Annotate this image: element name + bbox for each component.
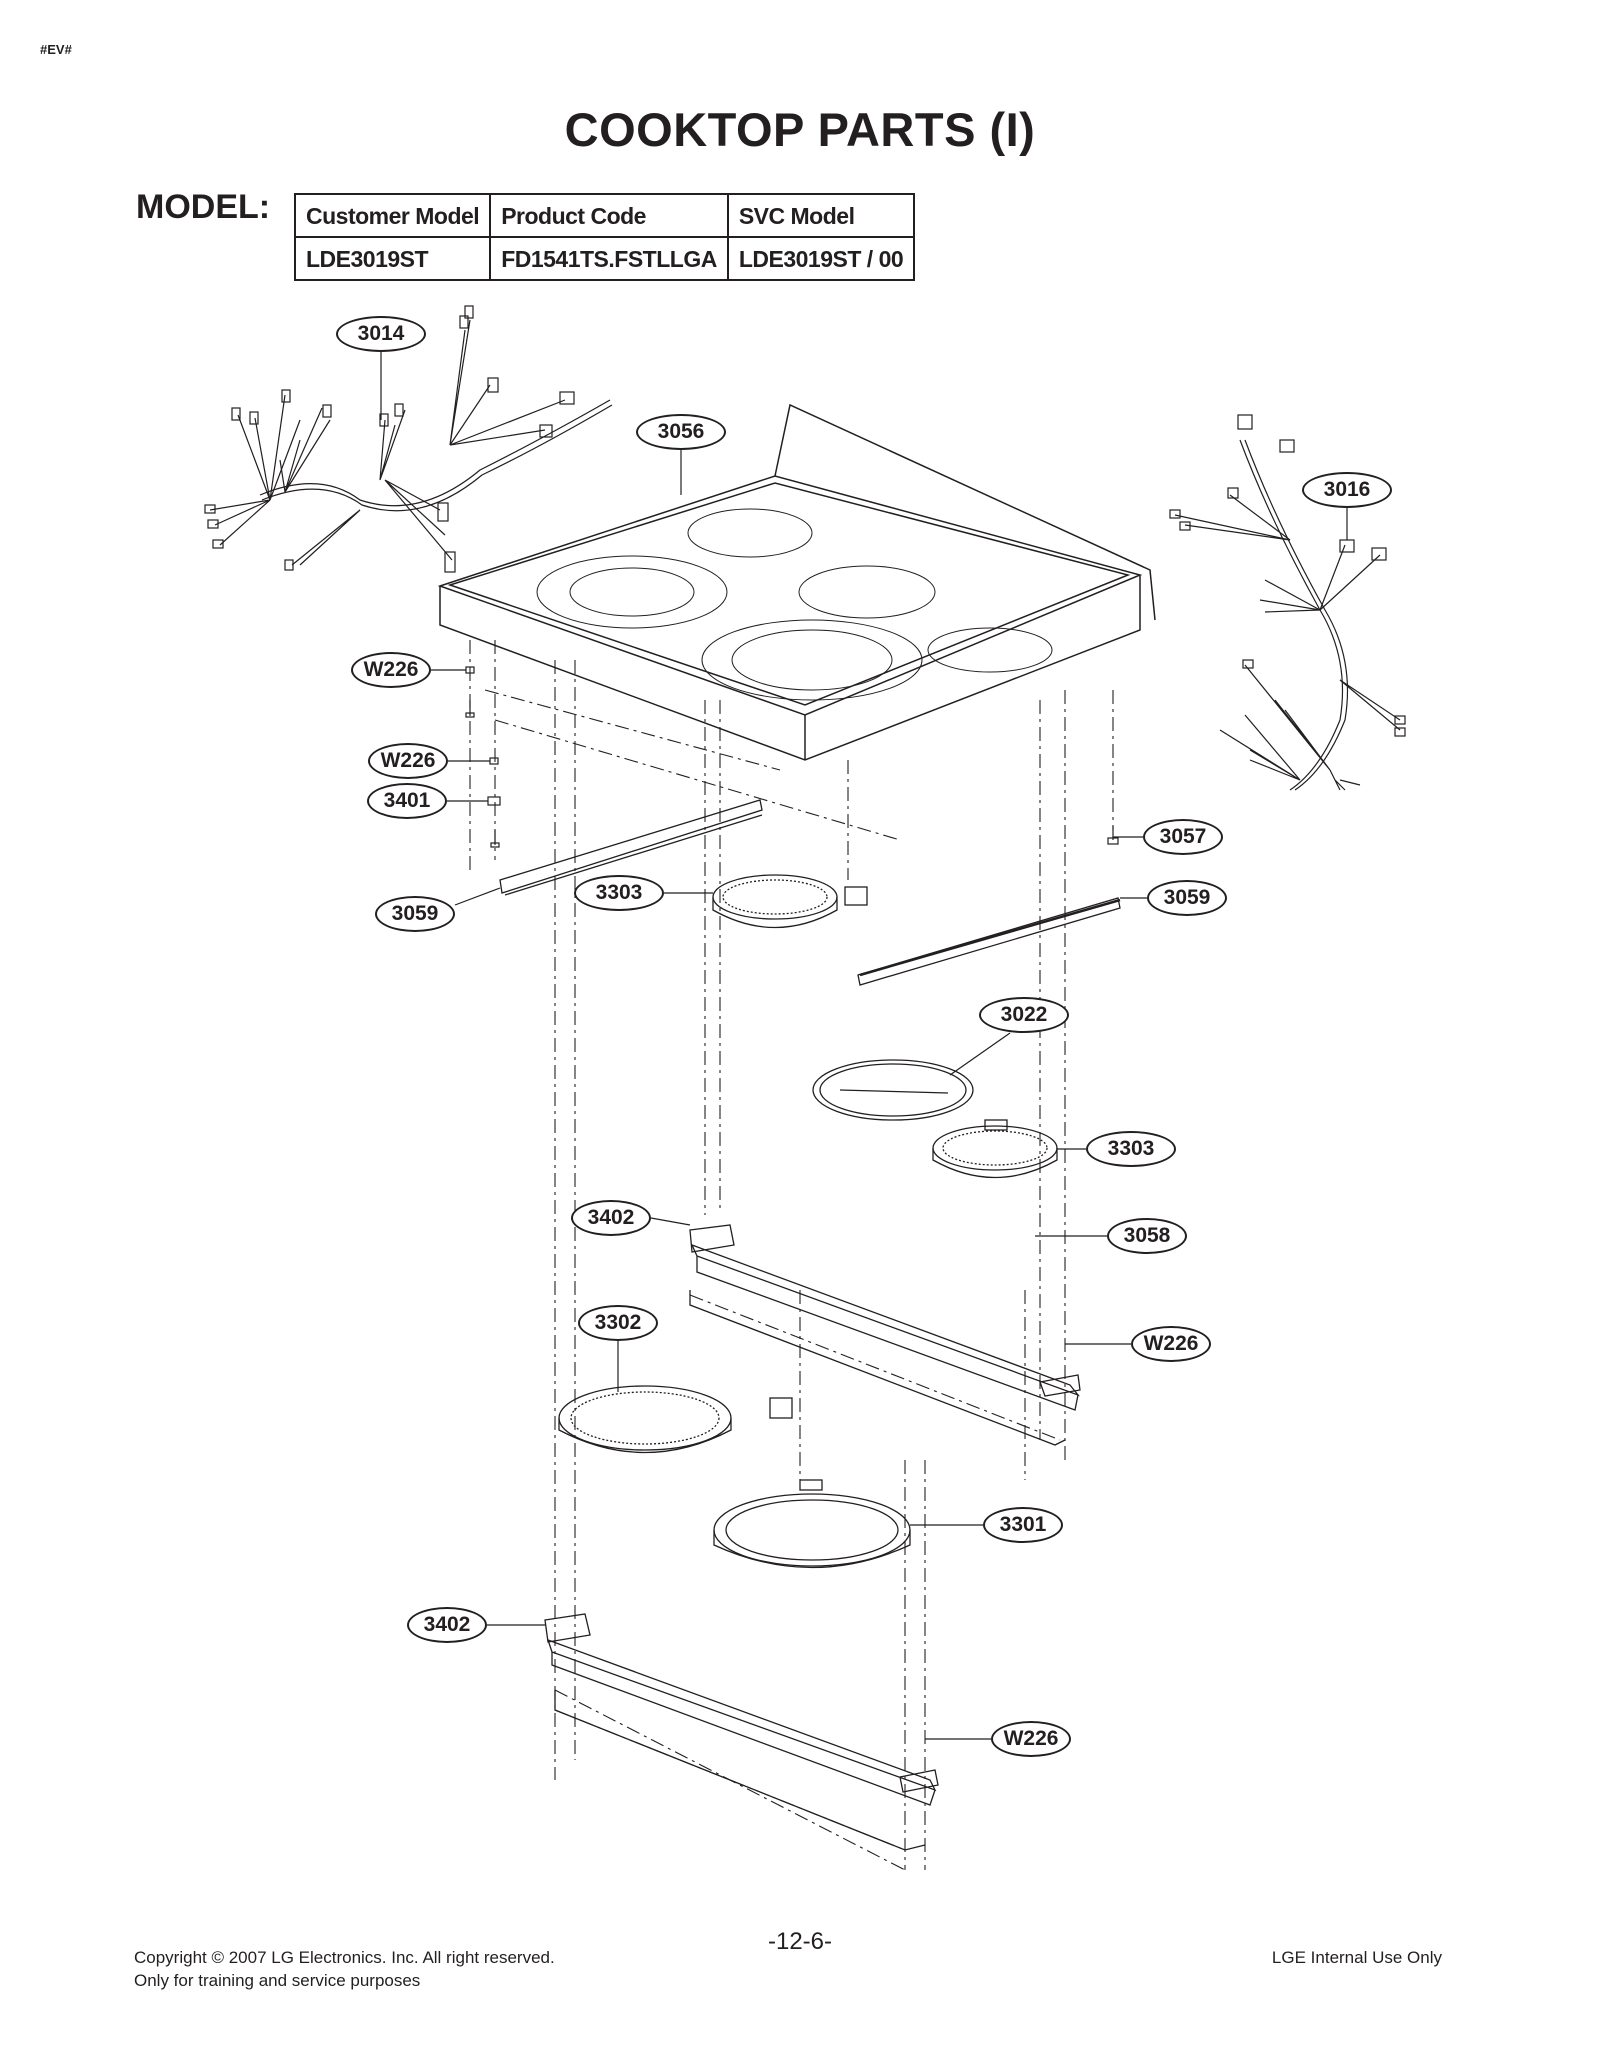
leader-lines — [380, 352, 1348, 1740]
heating-element-3301 — [713, 1479, 911, 1569]
trim-bar-3059-left — [499, 799, 763, 896]
cooktop-glass-3056 — [437, 403, 1156, 761]
callout-3402: 3402 — [407, 1607, 487, 1643]
page-title: COOKTOP PARTS (I) — [564, 103, 1036, 156]
callout-3302: 3302 — [578, 1305, 658, 1341]
model-label: MODEL: — [136, 188, 271, 226]
header-svc-model: SVC Model — [726, 193, 916, 238]
callout-3022: 3022 — [979, 997, 1069, 1033]
footer-left: Copyright © 2007 LG Electronics. Inc. Al… — [134, 1946, 555, 1992]
callout-3014: 3014 — [336, 316, 426, 352]
wire-harness-3016 — [1169, 414, 1406, 791]
heating-element-3303-lower — [932, 1119, 1058, 1179]
model-table-row: LDE3019ST FD1541TS.FSTLLGA LDE3019ST / 0… — [293, 236, 916, 281]
wire-harness-3014 — [204, 305, 613, 573]
callout-3058: 3058 — [1107, 1218, 1187, 1254]
callout-3059: 3059 — [375, 896, 455, 932]
assembly-guide-lines — [469, 640, 1114, 1871]
copyright-text: Copyright © 2007 LG Electronics. Inc. Al… — [134, 1948, 555, 1967]
support-rail-upper — [689, 1224, 1081, 1446]
callout-w226: W226 — [991, 1721, 1071, 1757]
model-table-header-row: Customer Model Product Code SVC Model — [293, 193, 916, 238]
header-product-code: Product Code — [489, 193, 729, 238]
trim-bar-3059-right — [857, 897, 1121, 986]
model-table: Customer Model Product Code SVC Model LD… — [293, 193, 916, 281]
callout-w226: W226 — [1131, 1326, 1211, 1362]
callout-3303: 3303 — [1086, 1131, 1176, 1167]
fasteners — [465, 666, 1119, 848]
callout-3056: 3056 — [636, 414, 726, 450]
callout-3303: 3303 — [574, 875, 664, 911]
training-text: Only for training and service purposes — [134, 1971, 421, 1990]
callout-3402: 3402 — [571, 1200, 651, 1236]
heating-element-3302 — [558, 1385, 793, 1454]
customer-model-value: LDE3019ST — [293, 236, 492, 281]
callout-w226: W226 — [368, 743, 448, 779]
callout-3301: 3301 — [983, 1507, 1063, 1543]
header-customer-model: Customer Model — [293, 193, 492, 238]
callout-3016: 3016 — [1302, 472, 1392, 508]
callout-3401: 3401 — [367, 783, 447, 819]
callout-3057: 3057 — [1143, 819, 1223, 855]
product-code-value: FD1541TS.FSTLLGA — [489, 236, 729, 281]
svc-model-value: LDE3019ST / 00 — [726, 236, 916, 281]
support-rail-lower — [544, 1613, 939, 1851]
heater-support-3022 — [812, 1059, 974, 1121]
internal-use-text: LGE Internal Use Only — [1271, 1948, 1442, 1967]
document-tag: #EV# — [40, 42, 72, 57]
callout-3059: 3059 — [1147, 880, 1227, 916]
callout-w226: W226 — [351, 652, 431, 688]
heating-element-3303-upper — [712, 874, 868, 929]
page-number: -12-6- — [767, 1928, 833, 1955]
